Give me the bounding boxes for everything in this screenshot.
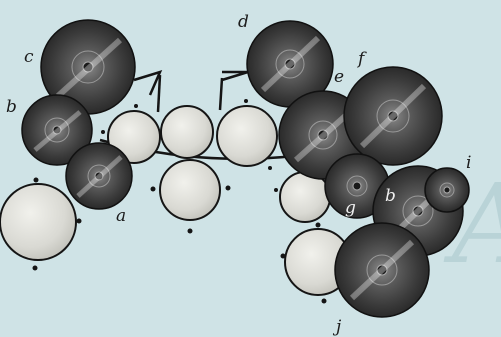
cymbal-a (66, 143, 132, 209)
cymbal-f (344, 67, 442, 165)
cymbal-i (425, 168, 469, 212)
label-i: i (466, 153, 471, 173)
label-a: a (116, 206, 126, 226)
label-b-right: b (385, 186, 396, 206)
drum-tom-2 (161, 106, 213, 158)
label-b-left: b (6, 97, 17, 117)
label-e: e (334, 67, 344, 87)
label-c: c (24, 47, 34, 67)
label-g: g (345, 198, 356, 218)
label-f: f (356, 49, 367, 69)
label-j: j (332, 317, 342, 337)
cymbal-j (335, 223, 429, 317)
label-d: d (238, 12, 249, 32)
drum-snare (151, 160, 231, 234)
